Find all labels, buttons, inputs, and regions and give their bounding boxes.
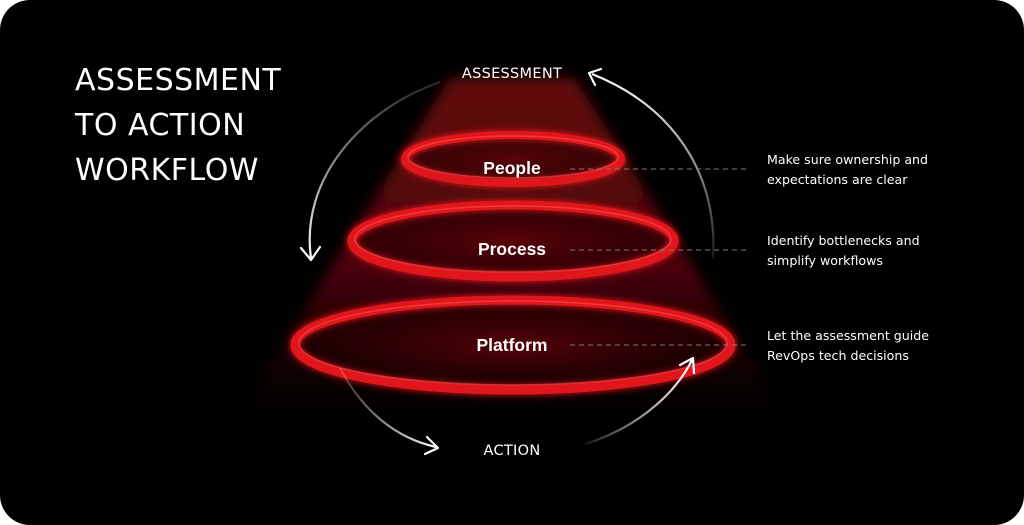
assessment-stage-label: ASSESSMENT xyxy=(462,66,562,82)
right-cycle-arrow xyxy=(591,72,715,259)
bottom-left-cycle-arrow xyxy=(339,367,437,449)
note-people-line-2: expectations are clear xyxy=(767,172,908,187)
note-platform-line-1: Let the assessment guide xyxy=(767,328,930,343)
platform-ring-highlight xyxy=(298,300,728,386)
tier-label-platform: Platform xyxy=(477,335,548,355)
platform-ring-fill xyxy=(295,300,731,390)
note-process-line-2: simplify workflows xyxy=(767,253,883,268)
bottom-right-arrowhead-icon xyxy=(678,356,696,375)
note-people: Make sure ownership and expectations are… xyxy=(767,150,967,190)
bottom-right-cycle-arrow xyxy=(584,359,693,446)
left-cycle-arrow xyxy=(308,80,441,259)
title-line-3: WORKFLOW xyxy=(75,153,259,188)
bottom-left-arrowhead-icon xyxy=(423,435,440,456)
note-process-line-1: Identify bottlenecks and xyxy=(767,233,920,248)
diagram-title: ASSESSMENT TO ACTION WORKFLOW xyxy=(75,58,315,193)
tier-label-people: People xyxy=(483,158,541,178)
right-arrowhead-icon xyxy=(587,67,603,87)
title-line-1: ASSESSMENT xyxy=(75,63,282,98)
note-process: Identify bottlenecks and simplify workfl… xyxy=(767,231,967,271)
left-arrowhead-icon xyxy=(299,245,322,262)
process-ring xyxy=(347,200,679,282)
note-platform: Let the assessment guide RevOps tech dec… xyxy=(767,326,967,366)
process-ring-fill xyxy=(352,205,674,277)
note-people-line-1: Make sure ownership and xyxy=(767,152,929,167)
action-stage-label: ACTION xyxy=(484,443,541,459)
people-ring xyxy=(401,131,625,187)
tier-label-process: Process xyxy=(478,239,546,259)
note-platform-line-2: RevOps tech decisions xyxy=(767,348,909,363)
people-ring-fill xyxy=(405,135,621,183)
process-ring-highlight xyxy=(354,205,672,273)
people-ring-highlight xyxy=(407,135,619,179)
title-line-2: TO ACTION xyxy=(75,108,246,143)
platform-ring xyxy=(290,295,736,395)
